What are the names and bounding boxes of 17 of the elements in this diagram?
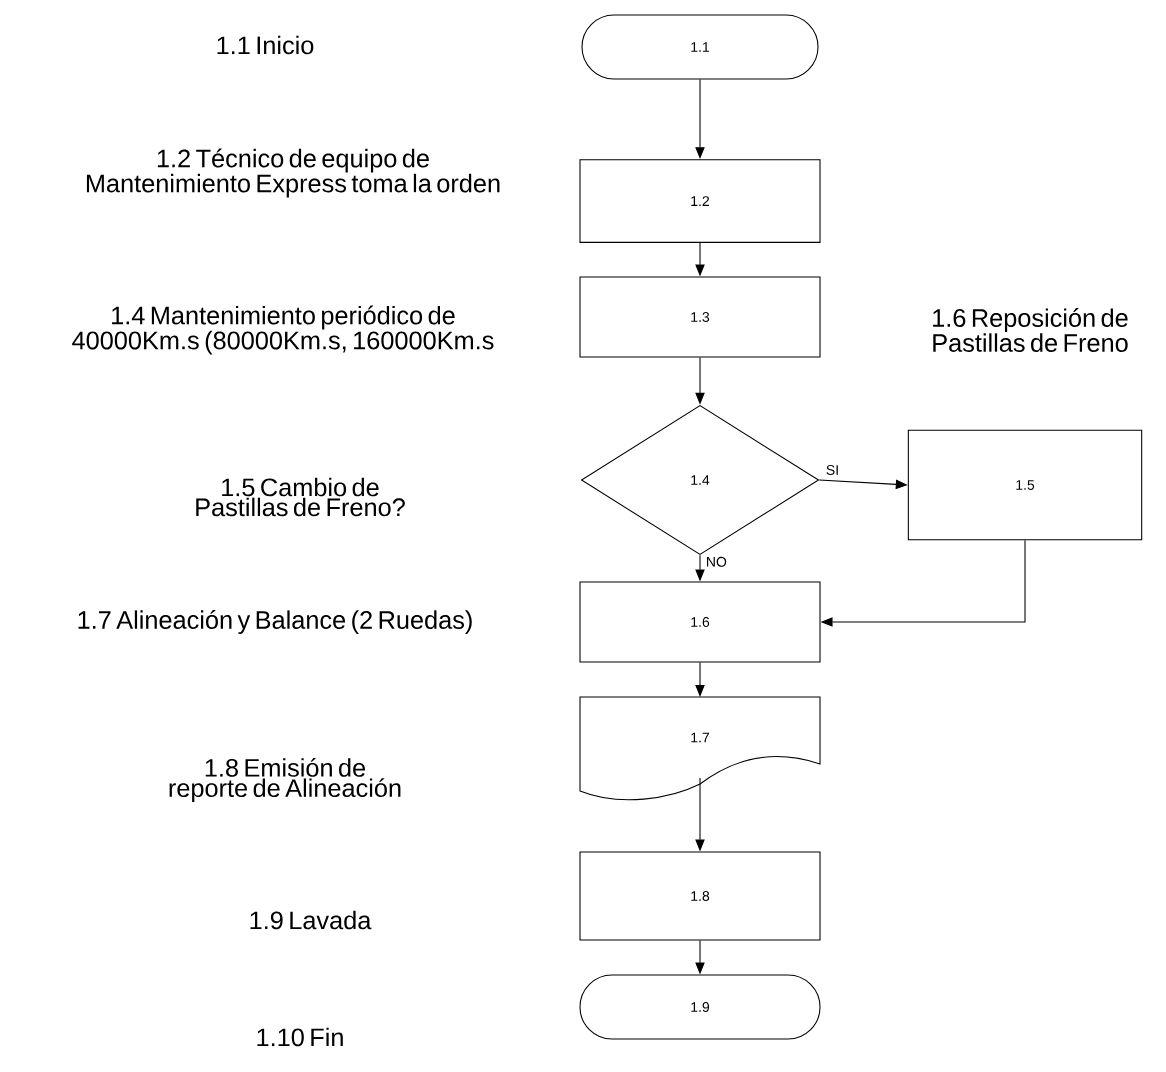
description-text: 1.10 Fin <box>257 1027 343 1047</box>
process-box: 1.5 <box>907 429 1143 541</box>
description-text: 1.9 Lavada <box>250 910 372 930</box>
edge-label: SI <box>826 465 838 475</box>
process-box: 1.6 <box>579 581 821 663</box>
process-box: 1.3 <box>579 276 821 358</box>
process-box: 1.2 <box>579 159 821 243</box>
description-text: 1.8 Emisión de reporte de Alineación <box>169 757 401 803</box>
description-text: 1.5 Cambio de Pastillas de Freno? <box>196 477 405 517</box>
description-text: 1.6 Reposición de Pastillas de Freno <box>933 308 1128 352</box>
description-text: 1.7 Alineación y Balance (2 Ruedas) <box>78 610 472 634</box>
description-text: 1.4 Mantenimiento periódico de 40000Km.s (80000Km.s, 160000Km.s <box>72 305 494 355</box>
description-text: 1.2 Técnico de equipo de Mantenimiento Express toma la orden <box>86 148 500 198</box>
edge-label: NO <box>707 556 727 567</box>
description-text: 1.1 Inicio <box>217 35 314 55</box>
process-box: 1.8 <box>579 851 821 941</box>
arrow <box>695 662 705 697</box>
